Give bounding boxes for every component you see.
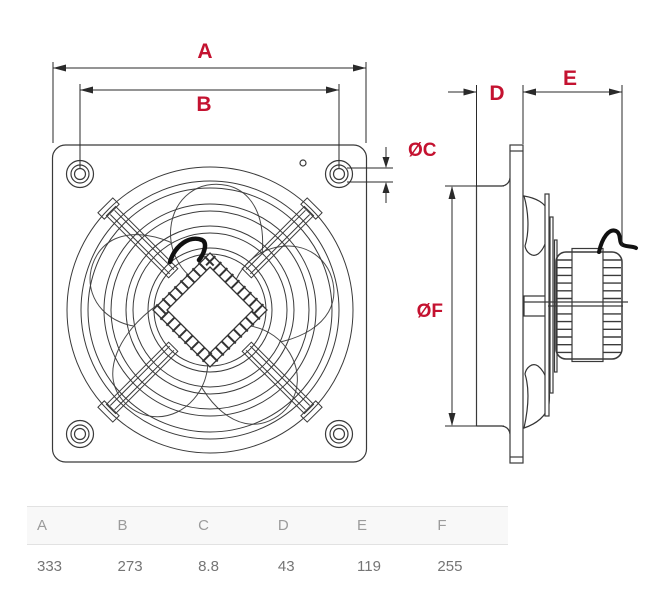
- spec-col-header: C: [188, 506, 268, 545]
- spec-value-row: 333 273 8.8 43 119 255: [27, 545, 508, 586]
- front-view: [51, 144, 368, 463]
- motor: [555, 247, 623, 363]
- dim-label-a: A: [197, 40, 212, 63]
- dim-b: B: [79, 84, 340, 168]
- dim-label-d: D: [489, 82, 504, 105]
- power-cable: [597, 228, 638, 254]
- dim-label-f: ØF: [417, 301, 443, 322]
- fan-grille: [66, 166, 354, 454]
- grille-strut: [97, 197, 323, 423]
- dim-label-e: E: [563, 67, 577, 90]
- spec-table: A B C D E F 333 273 8.8 43 119 255: [27, 506, 508, 585]
- spec-value: 333: [37, 558, 63, 575]
- dim-label-c: ØC: [408, 140, 437, 161]
- weep-hole: [299, 159, 307, 167]
- mounting-hole: [65, 419, 95, 449]
- spec-value: 8.8: [198, 558, 219, 575]
- venturi-casing: [475, 177, 511, 435]
- power-cable: [167, 236, 208, 265]
- dim-label-b: B: [196, 93, 211, 116]
- dim-e: E: [522, 67, 623, 246]
- spec-col-header: B: [107, 506, 189, 545]
- spec-col-header: A: [27, 506, 108, 545]
- spec-header-row: A B C D E F: [27, 506, 508, 545]
- spec-col-header: E: [347, 506, 428, 545]
- spec-value: 43: [277, 558, 295, 575]
- dim-f: ØF: [417, 185, 504, 427]
- mounting-hole: [324, 419, 354, 449]
- spec-value: 273: [117, 558, 143, 575]
- flange-edge: [509, 144, 524, 464]
- spec-col-header: D: [267, 506, 348, 545]
- motor-mount-plate: [150, 250, 270, 370]
- dim-d: D: [448, 82, 505, 186]
- spec-value: 119: [357, 558, 381, 575]
- side-view: [475, 144, 638, 464]
- technical-drawing: A B ØC D E: [51, 40, 638, 464]
- guard-edge-strips: [544, 193, 558, 417]
- spec-value: 255: [437, 558, 463, 575]
- dim-a: A: [52, 40, 367, 143]
- spec-col-header: F: [427, 506, 508, 545]
- dim-c: ØC: [347, 140, 437, 203]
- dimensions: A B ØC D E: [52, 40, 623, 427]
